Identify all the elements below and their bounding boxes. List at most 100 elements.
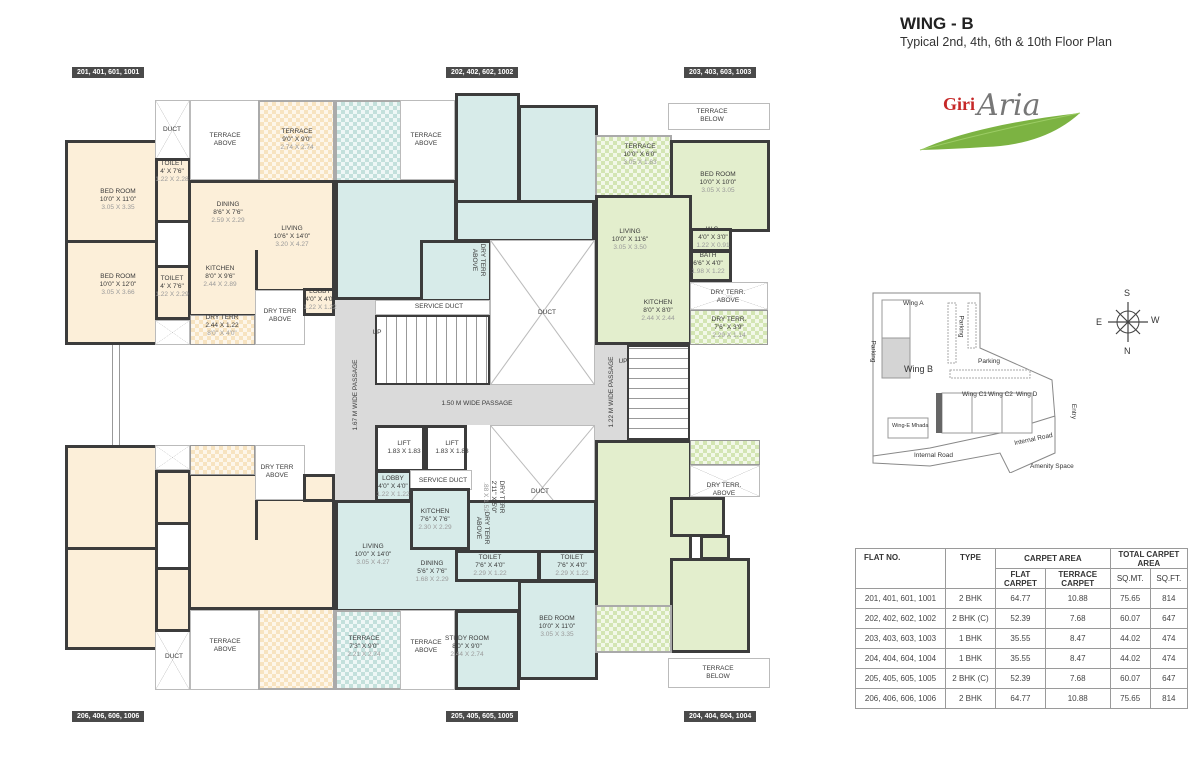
- th-type: TYPE: [945, 548, 996, 589]
- table-cell: 8.47: [1044, 648, 1111, 669]
- room-dim: 2.44 X 1.22: [205, 322, 239, 329]
- stair-up-label: UP: [372, 329, 382, 336]
- compass-n: N: [1124, 346, 1131, 356]
- stair-up-label: UP: [618, 358, 628, 365]
- room-dim: 7'6" X 4'0": [475, 562, 505, 569]
- th-sqft: SQ.FT.: [1149, 568, 1189, 589]
- table-cell: 7.68: [1044, 668, 1111, 689]
- site-label: Wing C2: [988, 391, 1013, 398]
- room-metric: 3.05 X 3.35: [101, 204, 135, 211]
- leaf-logo-icon: Giri Aria: [919, 88, 1081, 151]
- passage-horizontal: [375, 385, 595, 425]
- room-dim: 1.83 X 1.83: [435, 448, 469, 455]
- room-name: TOILET: [478, 554, 502, 561]
- room-name: TERRACE: [624, 143, 656, 150]
- room-metric: 3.20 X 4.27: [275, 241, 309, 248]
- room-name: TERRACE: [348, 635, 380, 642]
- room-fill: [303, 288, 335, 316]
- room-dim: 6'6" X 4'0": [693, 260, 723, 267]
- room-dim: 10'0" X 11'0": [99, 196, 137, 203]
- room-dim: ABOVE: [471, 248, 478, 272]
- room-fill: [455, 200, 595, 242]
- compass-e: E: [1096, 317, 1103, 327]
- room-name: LIFT: [445, 440, 459, 447]
- flat-tag: 203, 403, 603, 1003: [684, 67, 757, 78]
- th-terrace-carpet: TERRACE CARPET: [1044, 568, 1111, 589]
- room-name: TERRACE: [410, 639, 442, 646]
- room-metric: 1.98 X 1.22: [691, 268, 725, 275]
- table-cell: 647: [1149, 608, 1189, 629]
- th-flat-carpet: FLAT CARPET: [995, 568, 1046, 589]
- table-cell: 75.65: [1109, 588, 1151, 609]
- room-metric: 1.22 X 1.22: [376, 491, 410, 498]
- room-dim: ABOVE: [716, 297, 740, 304]
- room-fill: [668, 103, 770, 130]
- room-name: DRY TERR.: [710, 289, 746, 296]
- compass: S N E W: [1096, 288, 1160, 358]
- room-name: DINING: [216, 201, 240, 208]
- room-name: KITCHEN: [420, 508, 450, 515]
- site-label: Internal Road: [914, 452, 954, 459]
- room-fill: [258, 608, 335, 690]
- room-dim: 4'0" X 4'0": [305, 296, 335, 303]
- table-cell: 647: [1149, 668, 1189, 689]
- room-dim: 4'0" X 4'0": [378, 483, 408, 490]
- room-name: DUCT: [162, 126, 182, 133]
- room-dim: BELOW: [700, 116, 724, 123]
- room-dim: 8'0" X 9'0": [452, 643, 482, 650]
- room-dim: 5'6" X 7'6": [417, 568, 447, 575]
- table-cell: 60.07: [1109, 608, 1151, 629]
- passage-left: [335, 290, 375, 500]
- room-fill: [595, 605, 672, 653]
- flat-tag: 202, 402, 602, 1002: [446, 67, 519, 78]
- table-cell: 35.55: [995, 628, 1046, 649]
- room-name: DINING: [420, 560, 444, 567]
- room-fill: [155, 470, 191, 525]
- room-metric: 2.29 X 1.22: [555, 570, 589, 577]
- room-name: BED ROOM: [539, 615, 575, 622]
- room-dim: ABOVE: [213, 646, 237, 653]
- room-dim: 7'6" X 3'9": [714, 324, 744, 331]
- room-name: BATH: [699, 252, 717, 259]
- room-name: LIFT: [397, 440, 411, 447]
- room-label-e-sduct: SERVICE DUCT: [419, 477, 467, 485]
- room-fill: [255, 290, 305, 345]
- table-cell: 52.39: [995, 668, 1046, 689]
- site-label: Wing D: [1016, 391, 1038, 398]
- room-metric: 2.44 X 2.74: [450, 651, 484, 658]
- site-plan-drawing: [872, 292, 1056, 474]
- site-label: Wing-E Mhada: [892, 423, 929, 429]
- table-cell: 206, 406, 606, 1006: [855, 688, 946, 709]
- table-cell: 1 BHK: [945, 648, 996, 669]
- room-name: KITCHEN: [205, 265, 235, 272]
- room-fill: [188, 473, 258, 540]
- table-cell: 474: [1149, 648, 1189, 669]
- room-label-bot-duct: DUCT: [531, 488, 549, 496]
- room-dim: ABOVE: [213, 140, 237, 147]
- giri-aria-logo: Giri Aria: [915, 85, 1105, 155]
- room-fill: [400, 610, 455, 690]
- room-metric: 1.22 X 1.22: [303, 304, 337, 311]
- room-label-c-dryabove: DRY TERR.ABOVE: [711, 289, 746, 305]
- room-name: KITCHEN: [643, 299, 673, 306]
- room-fill: [690, 440, 760, 465]
- room-name: TOILET: [560, 554, 584, 561]
- room-dim: 7'3" X 9'0": [349, 643, 379, 650]
